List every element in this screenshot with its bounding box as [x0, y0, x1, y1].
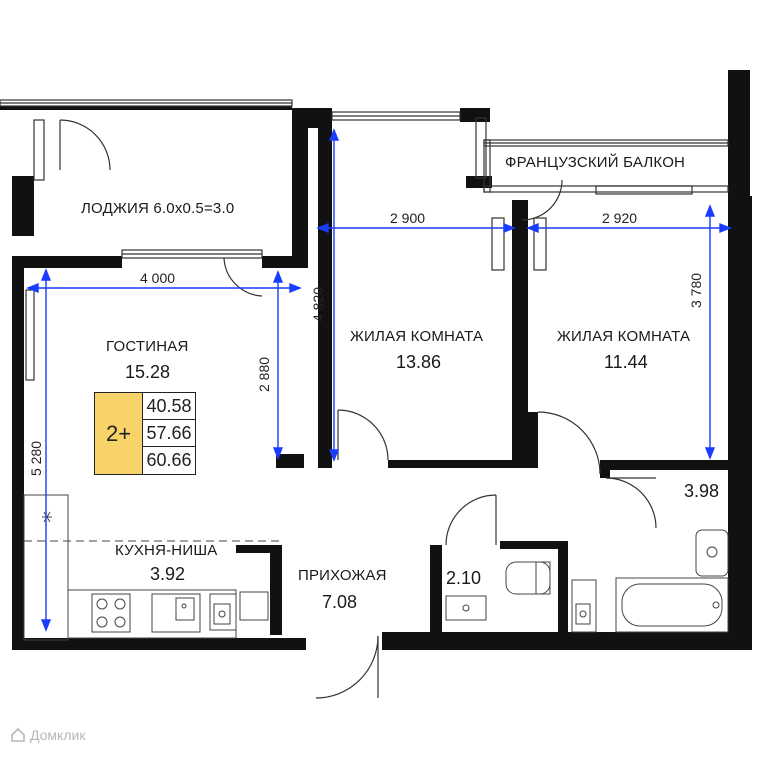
french-balcony-label: ФРАНЦУЗСКИЙ БАЛКОН: [505, 154, 686, 171]
wall-right-tall: [728, 70, 750, 200]
door-entrance: [315, 635, 379, 699]
watermark: Домклик: [10, 727, 85, 743]
area-with-balcony: 60.66: [146, 449, 192, 470]
door-loggia: [59, 119, 111, 171]
window-living-side: [25, 289, 35, 381]
dimension-5280: 5 280: [28, 440, 44, 476]
bath-sink: [695, 529, 729, 577]
wall-living-stub: [276, 454, 304, 468]
watermark-text: Домклик: [30, 727, 86, 743]
loggia-side-window: [33, 119, 45, 181]
stove: [91, 593, 131, 633]
hallway-area: 7.08: [322, 592, 358, 612]
wall-kitchen-right: [270, 545, 282, 635]
windows: [0, 99, 729, 381]
wall-wc-right: [558, 541, 568, 635]
area-total: 57.66: [143, 420, 195, 447]
kitchen-label: КУХНЯ-НИША: [115, 542, 218, 559]
dimension-2920: 2 920: [602, 210, 638, 226]
wall-loggia-right: [292, 108, 308, 268]
wc-fixtures: [445, 561, 597, 633]
wall-bed1-corner: [466, 176, 492, 188]
door-bathroom: [605, 477, 657, 529]
wall-right: [728, 196, 752, 648]
dimension-2900: 2 900: [390, 210, 426, 226]
wall-bottom-right: [382, 632, 752, 650]
dimension-4820: 4 820: [310, 286, 326, 322]
area-summary: 2+ 40.58 57.66 60.66: [94, 392, 196, 475]
rooms-badge: 2+: [95, 393, 143, 474]
bathroom-fixtures: [615, 529, 729, 633]
door-bed1: [337, 409, 389, 461]
bathroom-area: 3.98: [684, 481, 720, 501]
bedroom-2-area: 11.44: [604, 352, 648, 372]
sink: [151, 593, 201, 633]
living-room-label: ГОСТИНАЯ: [106, 338, 189, 355]
wc-area: 2.10: [446, 568, 482, 588]
kitchen-area: 3.92: [150, 564, 186, 584]
dimension-3780: 3 780: [688, 272, 704, 308]
house-icon: [11, 727, 25, 742]
wall-bed1-bed2: [512, 205, 528, 468]
wall-bed2-left-stub: [528, 412, 538, 468]
wall-kitchen-corner: [236, 545, 282, 553]
wall-loggia-top: [0, 106, 292, 110]
wall-wc-top: [500, 541, 558, 549]
wall-living-top-left: [12, 256, 122, 268]
dimension-4000: 4 000: [140, 270, 176, 286]
walls: [0, 70, 752, 650]
door-french-balcony: [521, 179, 563, 221]
wall-bottom-left: [12, 638, 306, 650]
wall-left: [12, 268, 24, 650]
bedroom-1-area: 13.86: [396, 352, 442, 372]
bedroom-1-label: ЖИЛАЯ КОМНАТА: [350, 328, 484, 345]
wall-bed1-bottom: [388, 460, 528, 468]
loggia-label: ЛОДЖИЯ 6.0x0.5=3.0: [81, 200, 235, 217]
wall-loggia-left: [12, 176, 34, 236]
toilet: [505, 561, 551, 595]
dimension-lines: [26, 128, 732, 632]
doors: [59, 119, 657, 699]
wc-sink: [445, 595, 487, 621]
wall-wc-left: [430, 545, 442, 635]
wall-bed2-bottom: [600, 460, 728, 470]
door-living-loggia: [223, 257, 263, 297]
dimension-2880: 2 880: [256, 356, 272, 392]
door-wc: [445, 494, 497, 546]
door-bed2: [537, 411, 601, 475]
bedroom-2-label: ЖИЛАЯ КОМНАТА: [557, 328, 691, 345]
living-room-area: 15.28: [125, 362, 171, 382]
bathtub: [615, 577, 729, 633]
hallway-label: ПРИХОЖАЯ: [298, 567, 387, 584]
wall-bed1-left-upper: [318, 122, 332, 268]
wall-living-bed1: [318, 268, 332, 468]
area-living: 40.58: [143, 393, 195, 420]
